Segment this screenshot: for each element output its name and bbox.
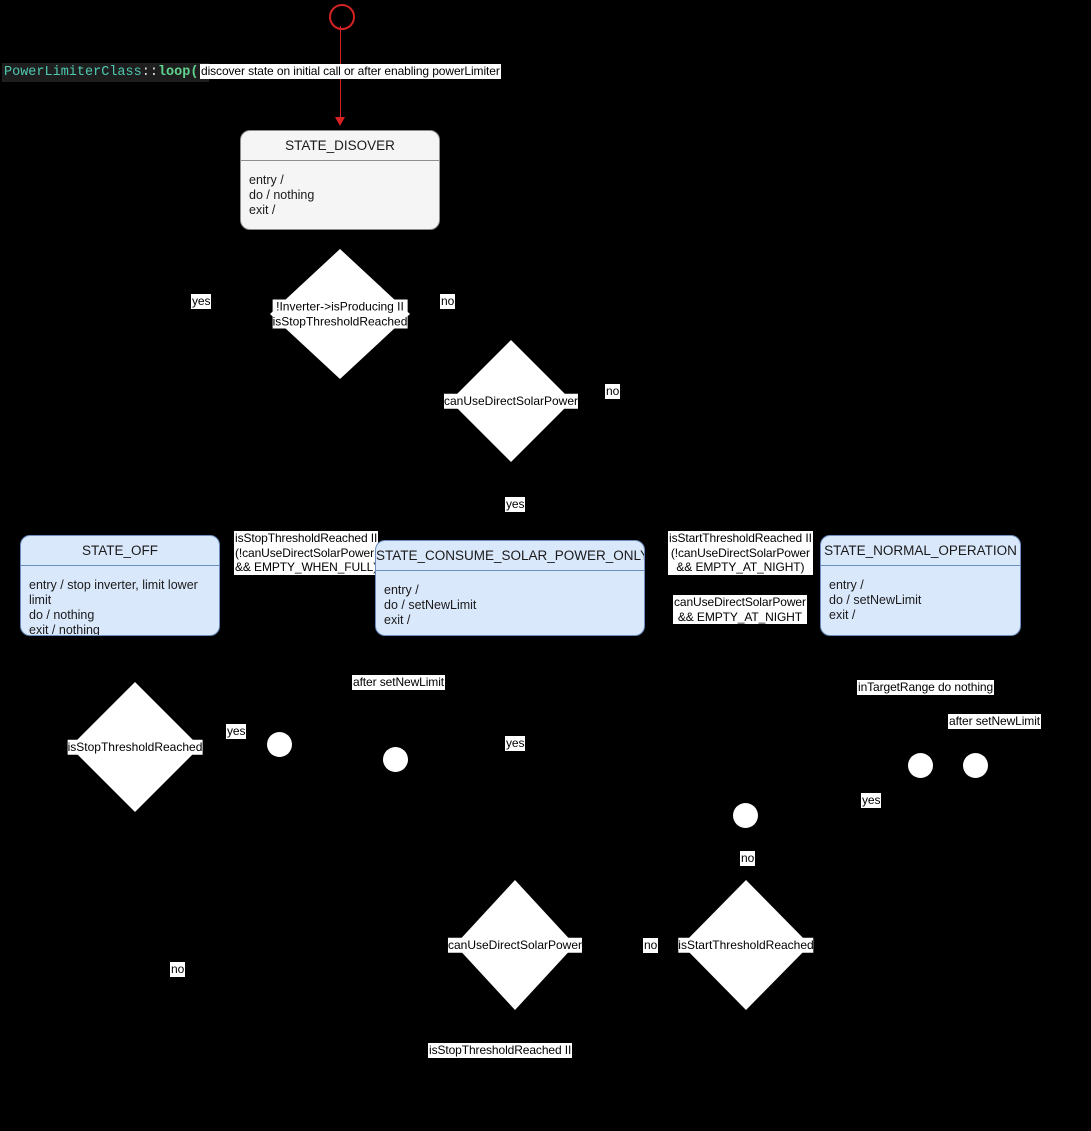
state-title: STATE_CONSUME_SOLAR_POWER_ONLY [376,548,645,563]
junction-dot-1 [267,732,292,757]
start-transition-arrowhead [335,117,345,126]
caption-class-name: PowerLimiterClass [4,65,142,80]
edge-label-after-set-new-limit-1: after setNewLimit [352,675,445,690]
junction-dot-3 [733,803,758,828]
initial-state-node [329,4,355,30]
state-box-state-off[interactable]: STATE_OFF entry / stop inverter, limit l… [20,535,220,636]
state-divider [21,565,219,566]
edge-label-stop-threshold-reached-bottom: isStopThresholdReached II [428,1043,573,1058]
caption-scope-operator: :: [141,65,158,80]
state-body: entry / do / setNewLimit exit / [384,583,477,627]
edge-label-yes-3: yes [226,724,247,739]
state-body: entry / do / nothing exit / [249,173,315,217]
state-title: STATE_OFF [81,543,158,558]
decision-can-use-direct-solar-power-bottom[interactable]: canUseDirectSolarPower [447,880,583,1010]
edge-label-no-5: no [643,938,659,953]
decision-label: isStopThresholdReached [67,739,203,755]
edge-label-after-set-new-limit-2: after setNewLimit [948,714,1041,729]
edge-label-no-1: no [440,294,456,309]
decision-label: isStartThresholdReached [678,937,814,953]
decision-label: !Inverter->isProducing II isStopThreshol… [272,299,408,329]
state-box-state-normal-operation[interactable]: STATE_NORMAL_OPERATION entry / do / setN… [820,535,1021,636]
edge-label-yes-4: yes [505,736,526,751]
decision-is-stop-threshold-reached[interactable]: isStopThresholdReached [67,682,203,812]
decision-label: canUseDirectSolarPower [447,937,583,953]
state-box-state-consume-solar-power-only[interactable]: STATE_CONSUME_SOLAR_POWER_ONLY entry / d… [375,540,645,636]
state-divider [241,160,439,161]
edge-label-can-use-direct-empty-at-night: canUseDirectSolarPower && EMPTY_AT_NIGHT [673,595,807,624]
caption-method-name: loop() [157,65,207,80]
edge-label-start-threshold-empty-at-night: isStartThresholdReached II (!canUseDirec… [668,531,813,575]
state-divider [376,570,644,571]
state-box-state-disover[interactable]: STATE_DISOVER entry / do / nothing exit … [240,130,440,230]
decision-inverter-producing[interactable]: !Inverter->isProducing II isStopThreshol… [270,249,410,379]
junction-dot-4 [908,753,933,778]
edge-label-in-target-range: inTargetRange do nothing [857,680,995,695]
decision-label: canUseDirectSolarPower [443,393,579,409]
state-body: entry / do / setNewLimit exit / [829,578,922,622]
decision-can-use-direct-solar-power-top[interactable]: canUseDirectSolarPower [443,340,579,462]
edge-label-no-3: no [740,851,756,866]
diagram-title-caption: PowerLimiterClass::loop() [2,63,209,82]
decision-is-start-threshold-reached[interactable]: isStartThresholdReached [678,880,814,1010]
state-body: entry / stop inverter, limit lower limit… [29,578,198,636]
edge-label-no-4: no [170,962,186,977]
edge-label-no-2: no [605,384,621,399]
edge-label-yes-2: yes [505,497,526,512]
start-transition-label: discover state on initial call or after … [200,64,501,79]
edge-label-stop-threshold-empty-when-full: isStopThresholdReached II (!canUseDirect… [234,531,379,575]
junction-dot-2 [383,747,408,772]
edge-label-yes-1: yes [191,294,212,309]
state-title: STATE_NORMAL_OPERATION [824,543,1017,558]
state-title: STATE_DISOVER [285,138,395,153]
edge-label-yes-5: yes [861,793,882,808]
state-divider [821,565,1020,566]
junction-dot-5 [963,753,988,778]
